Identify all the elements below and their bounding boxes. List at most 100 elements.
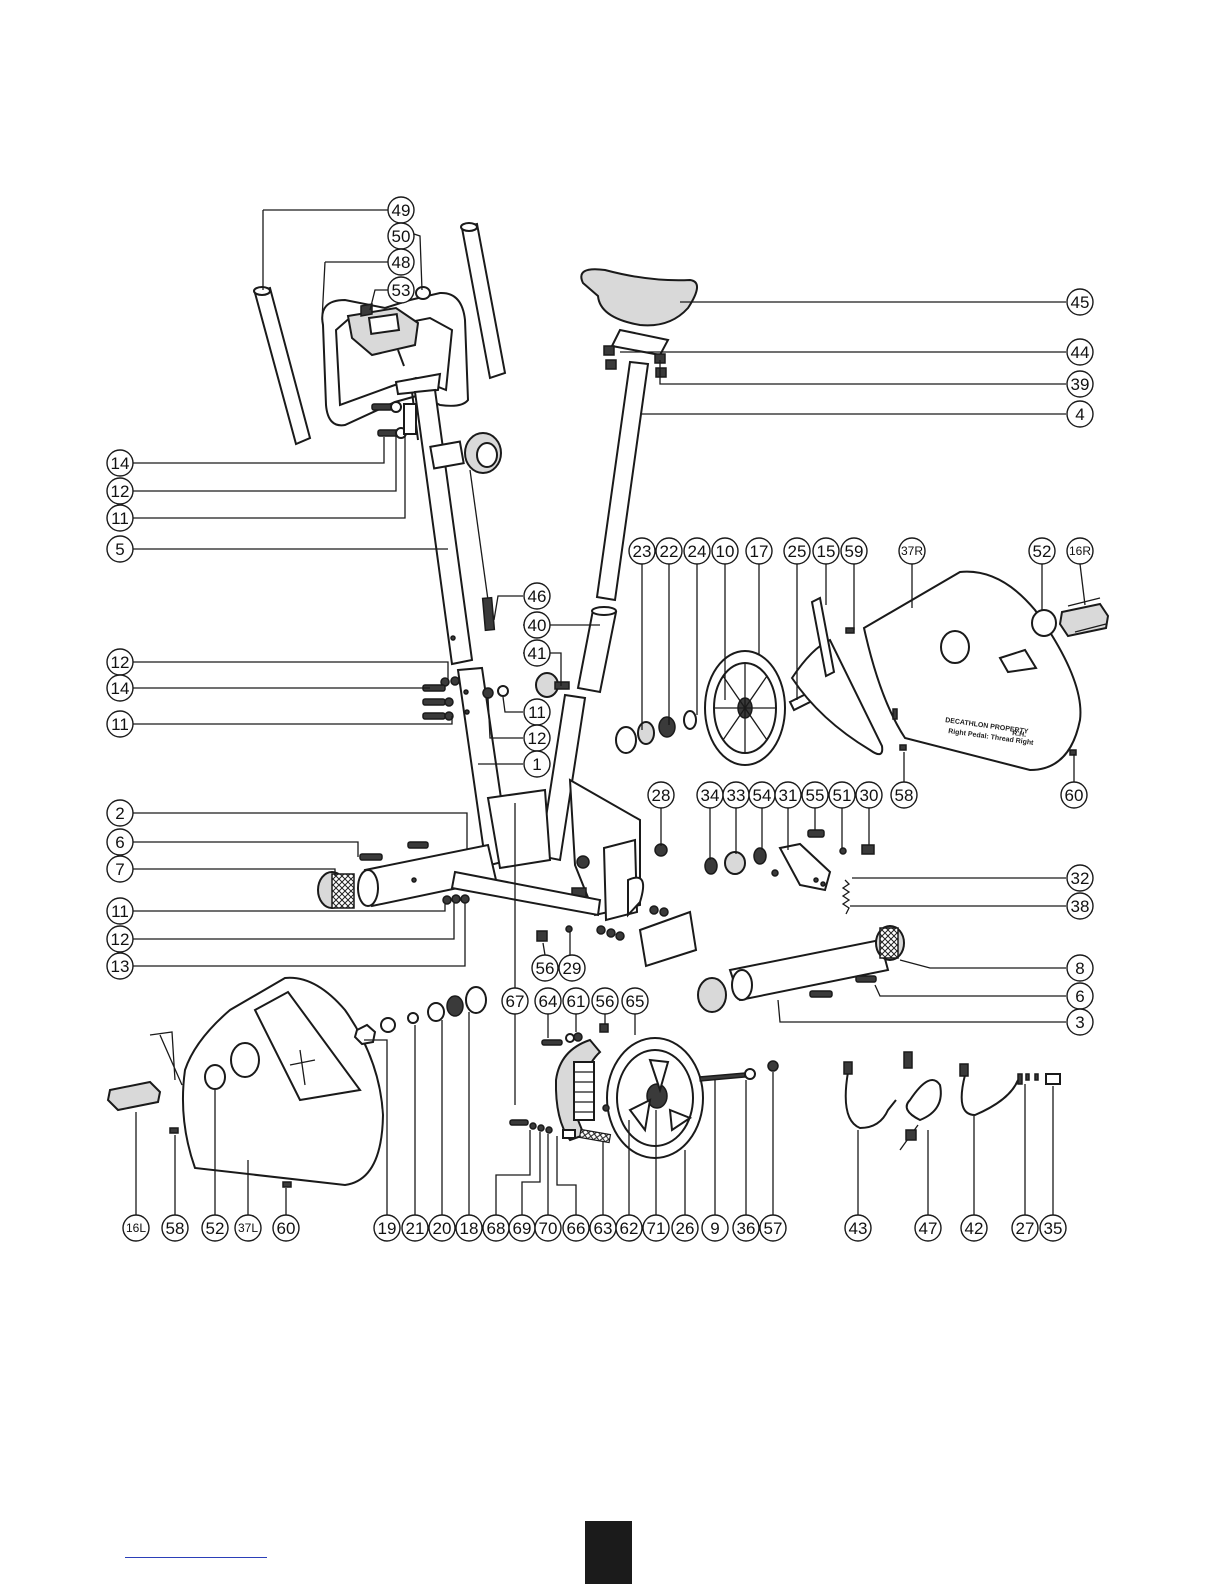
callout-66: 66 — [563, 1215, 589, 1241]
callout-label: 27 — [1016, 1219, 1035, 1238]
callout-label: 11 — [111, 902, 129, 921]
right-crank-washer — [1032, 610, 1056, 636]
callout-label: 30 — [860, 786, 879, 805]
seat — [581, 269, 697, 325]
callout-label: 33 — [727, 786, 746, 805]
callout-label: 52 — [206, 1219, 225, 1238]
callout-label: 7 — [115, 860, 124, 879]
seat-post-sleeve — [578, 610, 616, 692]
callout-55: 55 — [802, 782, 828, 808]
callout-label: 41 — [528, 644, 547, 663]
callout-label: 2 — [115, 804, 124, 823]
callout-label: 32 — [1071, 869, 1090, 888]
callout-21: 21 — [402, 1215, 428, 1241]
callout-41: 41 — [524, 640, 550, 666]
callout-29: 29 — [559, 955, 585, 981]
callout-label: 1 — [532, 755, 541, 774]
callout-26: 26 — [672, 1215, 698, 1241]
callout-label: 62 — [620, 1219, 639, 1238]
callout-label: 37L — [238, 1221, 258, 1235]
callout-label: 49 — [392, 201, 411, 220]
drive-belt — [792, 640, 882, 754]
callout-label: 17 — [750, 542, 769, 561]
callout-60-left: 60 — [273, 1215, 299, 1241]
callout-28: 28 — [648, 782, 674, 808]
callout-label: 58 — [166, 1219, 185, 1238]
right-handlebar-grip — [462, 224, 505, 378]
callout-9: 9 — [702, 1215, 728, 1241]
callout-10: 10 — [712, 538, 738, 564]
callout-label: 18 — [460, 1219, 479, 1238]
callout-38: 38 — [1067, 893, 1093, 919]
callout-40: 40 — [524, 612, 550, 638]
callout-label: 6 — [1075, 987, 1084, 1006]
callout-label: 47 — [919, 1219, 938, 1238]
callout-57: 57 — [760, 1215, 786, 1241]
callout-label: 39 — [1071, 375, 1090, 394]
callout-39: 39 — [1067, 371, 1093, 397]
left-crank-washer — [205, 1065, 225, 1089]
callout-label: 12 — [528, 729, 547, 748]
callout-33: 33 — [723, 782, 749, 808]
callout-11-stem: 11 — [107, 711, 133, 737]
callout-20: 20 — [429, 1215, 455, 1241]
callout-label: 13 — [111, 957, 130, 976]
bearing-cup — [616, 727, 636, 753]
callout-label: 65 — [626, 992, 645, 1011]
callout-label: 11 — [111, 715, 129, 734]
callout-label: 10 — [716, 542, 735, 561]
callout-label: 63 — [594, 1219, 613, 1238]
rear-end-cap-left — [698, 978, 726, 1012]
callout-12-frame: 12 — [524, 725, 550, 751]
callout-43: 43 — [845, 1215, 871, 1241]
callout-62: 62 — [616, 1215, 642, 1241]
callout-label: 53 — [392, 281, 411, 300]
power-cable — [907, 1080, 941, 1120]
callout-label: 61 — [567, 992, 586, 1011]
callout-label: 24 — [688, 542, 707, 561]
callout-label: 68 — [487, 1219, 506, 1238]
callout-48: 48 — [388, 249, 414, 275]
callout-46: 46 — [524, 583, 550, 609]
left-pedal — [108, 1082, 160, 1110]
callout-label: 22 — [660, 542, 679, 561]
callout-label: 26 — [676, 1219, 695, 1238]
callout-label: 35 — [1044, 1219, 1063, 1238]
callout-5: 5 — [107, 536, 133, 562]
callout-label: 42 — [965, 1219, 984, 1238]
callout-label: 12 — [111, 482, 130, 501]
callout-67: 67 — [502, 988, 528, 1014]
callout-label: 19 — [378, 1219, 397, 1238]
callout-label: 16R — [1069, 544, 1091, 558]
callout-17: 17 — [746, 538, 772, 564]
callout-label: 20 — [433, 1219, 452, 1238]
callout-6-rear: 6 — [1067, 983, 1093, 1009]
callout-52-left: 52 — [202, 1215, 228, 1241]
callout-18: 18 — [456, 1215, 482, 1241]
callout-label: 12 — [111, 930, 130, 949]
callout-label: 23 — [633, 542, 652, 561]
callout-label: 38 — [1071, 897, 1090, 916]
callout-4: 4 — [1067, 401, 1093, 427]
footer-link-underline[interactable] — [125, 1557, 267, 1558]
callout-12-stem: 12 — [107, 649, 133, 675]
callout-label: 40 — [528, 616, 547, 635]
callout-label: 64 — [539, 992, 558, 1011]
callout-label: 31 — [779, 786, 798, 805]
callout-58: 58 — [891, 782, 917, 808]
callout-label: 15 — [817, 542, 836, 561]
callout-15: 15 — [813, 538, 839, 564]
callout-label: 56 — [596, 992, 615, 1011]
callout-label: 45 — [1071, 293, 1090, 312]
callout-label: 50 — [392, 227, 411, 246]
front-stem — [415, 390, 472, 664]
callout-11-frame: 11 — [524, 699, 550, 725]
callout-label: 6 — [115, 833, 124, 852]
callout-11-base: 11 — [107, 898, 133, 924]
callout-49: 49 — [388, 197, 414, 223]
callout-50: 50 — [388, 223, 414, 249]
callout-label: 37R — [901, 544, 923, 558]
callout-label: 28 — [652, 786, 671, 805]
callout-64: 64 — [535, 988, 561, 1014]
